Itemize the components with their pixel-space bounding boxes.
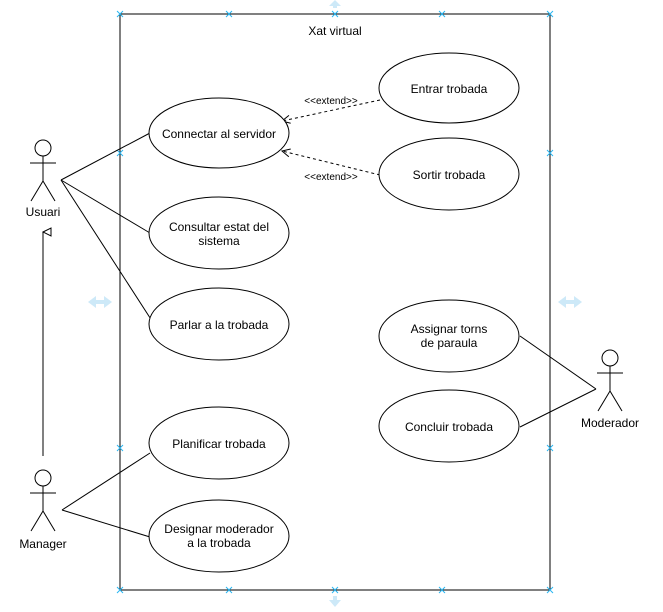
assoc-manager-designar[interactable] <box>61 509 151 538</box>
use-case-entrar[interactable]: Entrar trobada <box>378 52 520 124</box>
extend-sortir-connectar[interactable] <box>282 151 381 176</box>
actor-moderador[interactable] <box>597 349 623 412</box>
assoc-moderador-concluir[interactable] <box>519 388 597 428</box>
extend-sortir-label: <<extend>> <box>304 172 358 183</box>
use-case-assignar[interactable]: Assignar torns de paraula <box>378 299 520 373</box>
extend-entrar-label: <<extend>> <box>304 96 358 107</box>
use-case-sortir[interactable]: Sortir trobada <box>378 137 520 211</box>
assoc-usuari-consultar[interactable] <box>60 179 151 234</box>
resize-left-arrow <box>88 296 112 308</box>
use-case-designar-label-2: a la trobada <box>187 536 251 550</box>
actor-manager-label: Manager <box>19 537 66 551</box>
use-case-designar-label-1: Designar moderador <box>164 522 273 536</box>
use-case-consultar[interactable]: Consultar estat del sistema <box>148 196 290 270</box>
use-case-assignar-label-2: de paraula <box>421 336 478 350</box>
assoc-usuari-parlar[interactable] <box>60 179 155 325</box>
resize-top-arrow <box>329 0 341 8</box>
use-case-parlar[interactable]: Parlar a la trobada <box>148 287 290 361</box>
use-case-parlar-label: Parlar a la trobada <box>170 318 269 332</box>
extend-entrar-connectar[interactable] <box>282 99 381 121</box>
use-case-designar[interactable]: Designar moderador a la trobada <box>148 499 290 573</box>
use-case-concluir[interactable]: Concluir trobada <box>378 389 520 463</box>
use-case-planificar[interactable]: Planificar trobada <box>148 406 290 480</box>
use-case-assignar-label-1: Assignar torns <box>411 322 488 336</box>
use-case-connectar-label: Connectar al servidor <box>162 127 276 141</box>
use-case-planificar-label: Planificar trobada <box>172 437 266 451</box>
use-case-consultar-label-1: Consultar estat del <box>169 220 269 234</box>
use-case-concluir-label: Concluir trobada <box>405 420 493 434</box>
actor-manager[interactable] <box>30 469 56 532</box>
system-title: Xat virtual <box>308 24 361 38</box>
assoc-usuari-connectar[interactable] <box>60 132 151 181</box>
resize-right-arrow <box>558 296 582 308</box>
actor-usuari[interactable] <box>30 139 56 202</box>
assoc-moderador-assignar[interactable] <box>519 335 597 390</box>
actor-usuari-label: Usuari <box>26 205 61 219</box>
selection-handles <box>116 10 554 594</box>
assoc-manager-planificar[interactable] <box>61 452 151 511</box>
associations <box>60 132 597 538</box>
use-case-entrar-label: Entrar trobada <box>411 82 488 96</box>
use-case-sortir-label: Sortir trobada <box>413 168 486 182</box>
resize-handles[interactable] <box>88 0 582 607</box>
resize-bottom-arrow <box>329 596 341 607</box>
actor-moderador-label: Moderador <box>581 416 639 430</box>
use-case-consultar-label-2: sistema <box>198 234 240 248</box>
use-case-connectar[interactable]: Connectar al servidor <box>148 97 290 169</box>
